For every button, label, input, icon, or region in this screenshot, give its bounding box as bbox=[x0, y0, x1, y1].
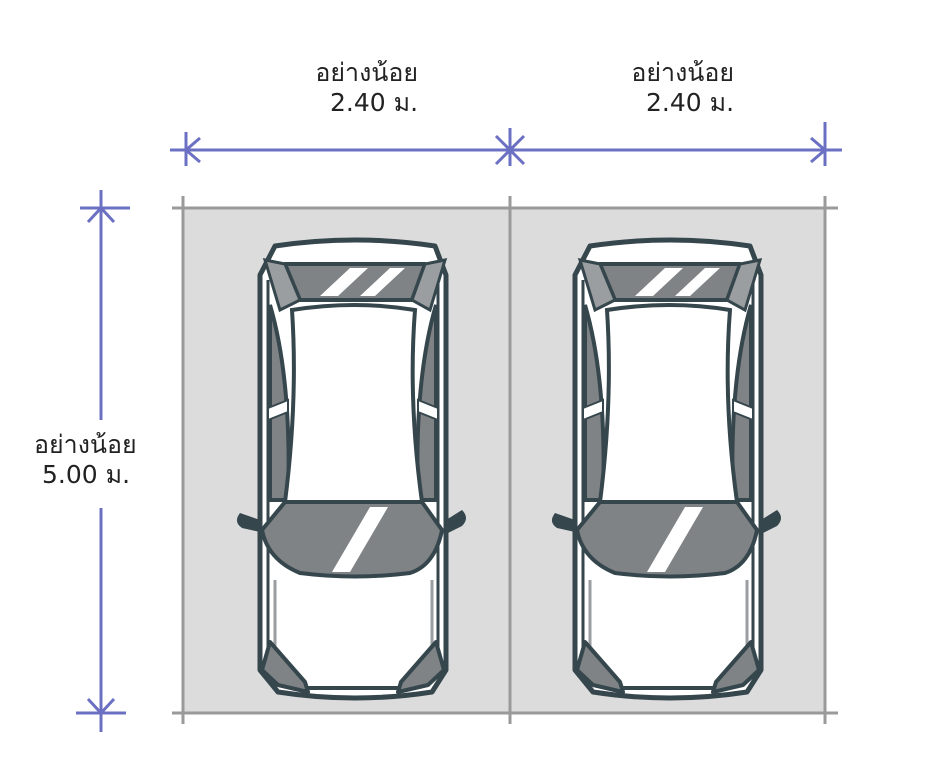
dimension-value: 5.00 ม. bbox=[42, 460, 131, 489]
dimension-label: อย่างน้อย bbox=[315, 58, 419, 87]
dimension-label: อย่างน้อย bbox=[34, 430, 137, 459]
dimension-lines bbox=[76, 122, 842, 732]
car-1 bbox=[237, 240, 466, 698]
grid-lines bbox=[172, 196, 838, 724]
car-2 bbox=[552, 240, 781, 698]
dimension-value: 2.40 ม. bbox=[646, 88, 735, 117]
width-label-1: อย่างน้อย 2.40 ม. bbox=[305, 58, 418, 118]
dimension-value: 2.40 ม. bbox=[330, 88, 419, 117]
dimension-label: อย่างน้อย bbox=[631, 58, 735, 87]
length-label: อย่างน้อย 5.00 ม. bbox=[34, 430, 137, 490]
width-label-2: อย่างน้อย 2.40 ม. bbox=[621, 58, 734, 118]
